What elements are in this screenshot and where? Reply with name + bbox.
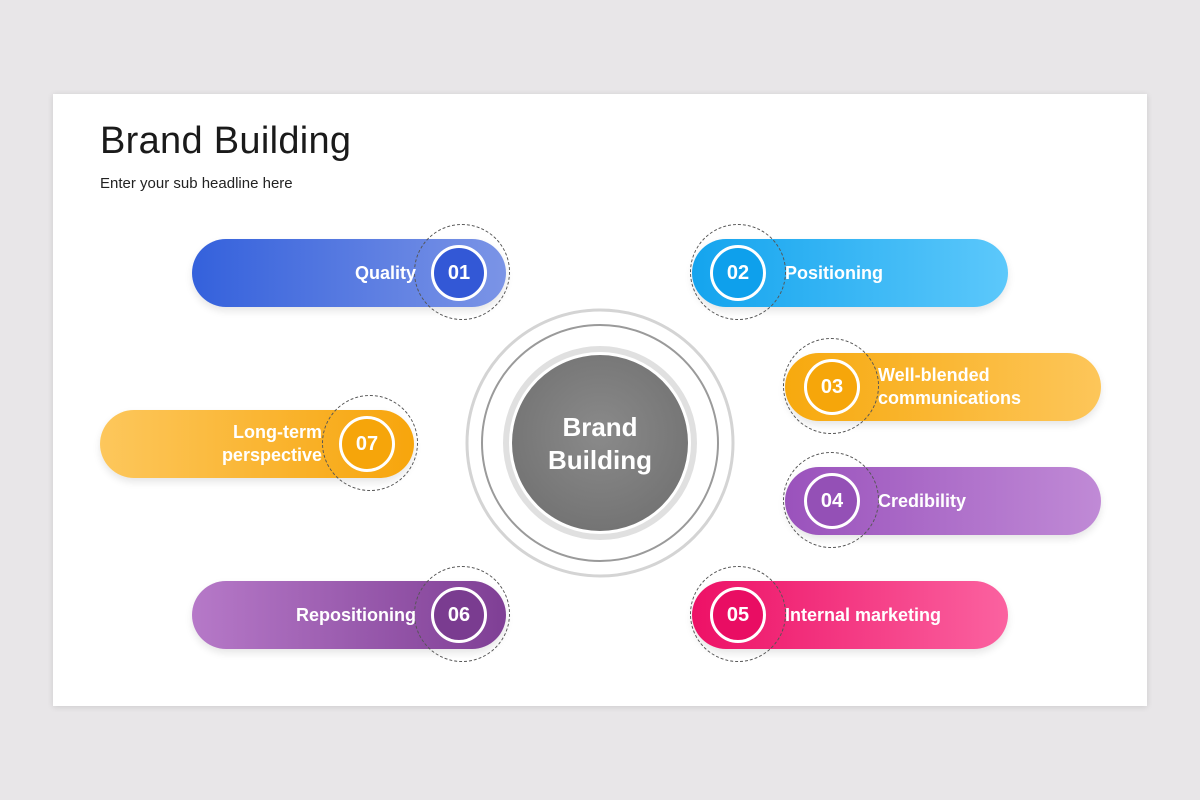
item-06-label: Repositioning bbox=[232, 604, 416, 627]
item-04-label: Credibility bbox=[878, 490, 966, 513]
item-02-label: Positioning bbox=[785, 262, 883, 285]
item-04-dashed-ring bbox=[783, 452, 879, 548]
item-07-label-line1: Long-term bbox=[233, 422, 322, 442]
item-04-label-line1: Credibility bbox=[878, 491, 967, 511]
item-02-dashed-ring bbox=[690, 224, 786, 320]
item-05-label: Internal marketing bbox=[785, 604, 941, 627]
item-07-label-line2: perspective bbox=[221, 445, 322, 465]
item-05-number-badge: 05 bbox=[710, 587, 766, 643]
item-02-number-badge: 02 bbox=[710, 245, 766, 301]
item-01-label-line1: Quality bbox=[354, 263, 416, 283]
item-06-dashed-ring bbox=[414, 566, 510, 662]
item-03-label-line1: Well-blended bbox=[878, 365, 990, 385]
item-07-dashed-ring bbox=[322, 395, 418, 491]
item-03-label: Well-blended communications bbox=[878, 364, 1021, 410]
item-05-dashed-ring bbox=[690, 566, 786, 662]
item-04-number-badge: 04 bbox=[804, 473, 860, 529]
item-03-dashed-ring bbox=[783, 338, 879, 434]
center-label-line1: Brand bbox=[562, 412, 638, 442]
slide-title: Brand Building bbox=[100, 120, 352, 162]
item-01-dashed-ring bbox=[414, 224, 510, 320]
item-07-number-badge: 07 bbox=[339, 416, 395, 472]
item-07-label: Long-term perspective bbox=[154, 421, 322, 467]
item-03-number-badge: 03 bbox=[804, 359, 860, 415]
hub-core bbox=[512, 355, 688, 531]
item-06-number-badge: 06 bbox=[431, 587, 487, 643]
item-02-label-line1: Positioning bbox=[785, 263, 883, 283]
item-06-label-line1: Repositioning bbox=[296, 605, 416, 625]
center-label-line2: Building bbox=[548, 445, 652, 475]
item-03-label-line2: communications bbox=[878, 388, 1022, 408]
slide-subtitle: Enter your sub headline here bbox=[100, 175, 293, 192]
center-label: Brand Building bbox=[510, 411, 690, 477]
item-01-number-badge: 01 bbox=[431, 245, 487, 301]
item-05-label-line1: Internal marketing bbox=[785, 605, 942, 625]
item-01-label: Quality bbox=[252, 262, 416, 285]
